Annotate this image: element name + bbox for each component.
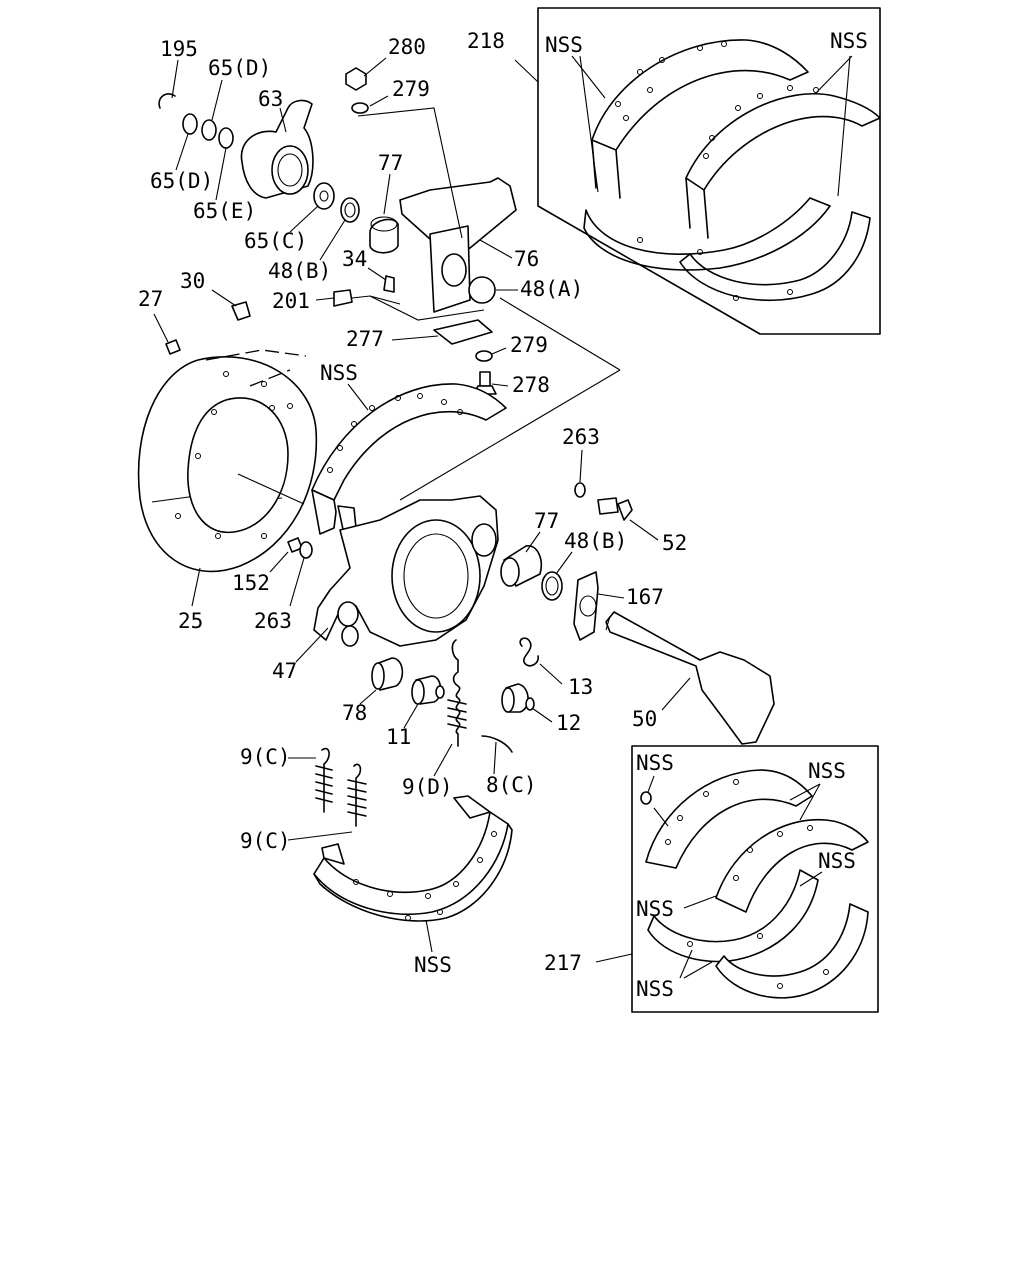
label-217: 217 — [544, 951, 582, 975]
label-77-mid: 77 — [534, 509, 559, 533]
lower-brake-shoe: NSS — [313, 795, 513, 977]
label-65d-top: 65(D) — [208, 56, 271, 80]
label-279-mid: 279 — [510, 333, 548, 357]
kit-217-box: NSS NSS NSS NSS NSS 217 — [544, 745, 879, 1013]
label-278: 278 — [512, 373, 550, 397]
label-nss-217-a: NSS — [636, 751, 674, 775]
label-47: 47 — [272, 659, 297, 683]
small-hardware: 13 12 78 11 9(C) 9(D) 8(C) 9(C) — [240, 637, 593, 853]
label-30: 30 — [180, 269, 205, 293]
label-11: 11 — [386, 725, 411, 749]
label-nss-218-left: NSS — [545, 33, 583, 57]
label-nss-middle-shoe: NSS — [320, 361, 358, 385]
label-nss-217-c: NSS — [818, 849, 856, 873]
label-25: 25 — [178, 609, 203, 633]
brake-spider-47: 152 263 47 — [232, 495, 499, 683]
label-nss-lower-shoe: NSS — [414, 953, 452, 977]
label-77-top: 77 — [378, 151, 403, 175]
label-9c-bot: 9(C) — [240, 829, 291, 853]
label-65e: 65(E) — [193, 199, 256, 223]
label-34: 34 — [342, 247, 367, 271]
label-263-bot: 263 — [254, 609, 292, 633]
label-195: 195 — [160, 37, 198, 61]
label-8c: 8(C) — [486, 773, 537, 797]
label-167: 167 — [626, 585, 664, 609]
camshaft-parts: 263 52 77 48(B) 167 50 — [500, 425, 775, 745]
label-13: 13 — [568, 675, 593, 699]
label-63: 63 — [258, 87, 283, 111]
label-218: 218 — [467, 29, 505, 53]
label-78: 78 — [342, 701, 367, 725]
label-277: 277 — [346, 327, 384, 351]
label-152: 152 — [232, 571, 270, 595]
label-48b-mid: 48(B) — [564, 529, 627, 553]
label-48a: 48(A) — [520, 277, 583, 301]
kit-218-box: 218 NSS NSS — [467, 7, 881, 335]
label-263-top: 263 — [562, 425, 600, 449]
label-nss-218-right: NSS — [830, 29, 868, 53]
label-9d: 9(D) — [402, 775, 453, 799]
dust-shield-25: 25 — [137, 349, 318, 633]
label-12: 12 — [556, 711, 581, 735]
label-9c-top: 9(C) — [240, 745, 291, 769]
label-65d-left: 65(D) — [150, 169, 213, 193]
middle-brake-shoe: NSS — [311, 361, 507, 535]
label-50: 50 — [632, 707, 657, 731]
label-279-top: 279 — [392, 77, 430, 101]
slack-adjuster-parts: 195 65(D) 63 65(D) 65(E) 65(C) 48(B) — [150, 37, 360, 283]
label-48b-top: 48(B) — [268, 259, 331, 283]
label-nss-217-b: NSS — [808, 759, 846, 783]
label-nss-217-d: NSS — [636, 897, 674, 921]
chamber-bracket-parts: 280 279 77 76 34 48(A) 201 30 27 277 279… — [138, 35, 621, 501]
label-76: 76 — [514, 247, 539, 271]
label-280: 280 — [388, 35, 426, 59]
label-27: 27 — [138, 287, 163, 311]
label-nss-217-e: NSS — [636, 977, 674, 1001]
label-201: 201 — [272, 289, 310, 313]
label-65c: 65(C) — [244, 229, 307, 253]
label-52: 52 — [662, 531, 687, 555]
